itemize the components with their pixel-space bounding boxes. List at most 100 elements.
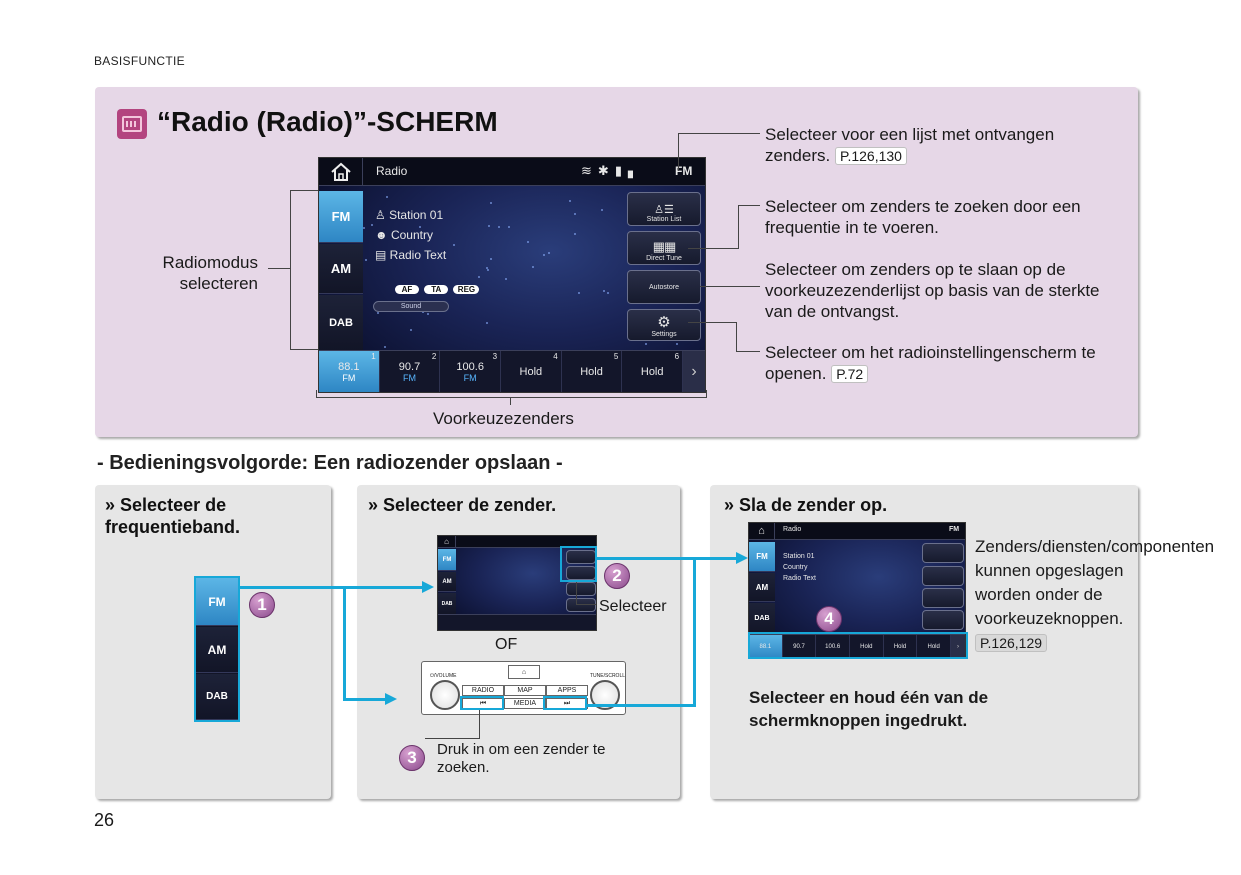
background-star <box>452 244 455 246</box>
step-3-bold-note: Selecteer en houd één van de schermknopp… <box>749 688 989 730</box>
background-star <box>574 232 577 235</box>
step-3-title: » Sla de zender op. <box>724 494 887 516</box>
band-button-fm[interactable]: FM <box>319 191 363 243</box>
page-ref-presets[interactable]: P.126,129 <box>975 634 1048 652</box>
background-star <box>568 200 571 203</box>
or-label: OF <box>495 636 518 653</box>
home-icon: ⌂ <box>438 536 456 547</box>
console-media-button[interactable]: MEDIA <box>504 698 546 709</box>
station-list-button[interactable]: ♙☰ Station List <box>627 192 701 226</box>
mini-app-label: Radio <box>783 526 802 533</box>
seek-forward-highlight <box>543 696 587 710</box>
s3-preset-bar: 88.1 90.7 100.6 Hold Hold Hold › <box>749 634 965 658</box>
s3-preset-2[interactable]: 90.7 <box>783 635 817 658</box>
band-button-dab[interactable]: DAB <box>319 295 363 351</box>
band-indicator: FM <box>675 164 693 178</box>
home-icon: ⌂ <box>521 668 527 676</box>
step-1-band-am[interactable]: AM <box>196 627 238 673</box>
battery-icon: ▮ <box>614 163 628 178</box>
background-star <box>607 292 610 295</box>
background-star <box>490 202 493 205</box>
callout-settings-text: Selecteer om het radioinstellingenscherm… <box>765 343 1096 383</box>
preset-next-button[interactable]: › <box>683 351 705 392</box>
autostore-button[interactable]: Autostore <box>627 270 701 304</box>
console-map-button[interactable]: MAP <box>504 685 546 696</box>
s3-station-list <box>922 543 964 563</box>
step-2-chevron: » <box>368 495 379 515</box>
background-star <box>577 291 580 294</box>
callout-presets: Voorkeuzezenders <box>433 409 574 428</box>
keypad-icon: ▦▦ <box>652 239 677 254</box>
sound-button[interactable]: Sound <box>373 301 449 312</box>
home-button[interactable] <box>319 158 363 185</box>
page-ref-station-list[interactable]: P.126,130 <box>834 147 907 165</box>
mini-band-dab: DAB <box>438 593 456 615</box>
select-label: Selecteer <box>599 598 667 615</box>
console-apps-button[interactable]: APPS <box>546 685 588 696</box>
screen-app-label: Radio <box>376 164 408 178</box>
settings-button[interactable]: ⚙ Settings <box>627 309 701 341</box>
step-3-side-note-text: Zenders/diensten/componenten kunnen opge… <box>975 537 1215 628</box>
console-radio-button[interactable]: RADIO <box>462 685 504 696</box>
pill-af[interactable]: AF <box>395 285 419 294</box>
s3-preset-6[interactable]: Hold <box>917 635 952 658</box>
band-button-am[interactable]: AM <box>319 244 363 294</box>
bluetooth-icon: ✱ <box>597 163 615 178</box>
background-star <box>574 213 577 216</box>
background-star <box>603 290 605 293</box>
page-ref-settings[interactable]: P.72 <box>831 365 869 383</box>
pill-reg[interactable]: REG <box>453 285 480 294</box>
callout-autostore: Selecteer om zenders op te slaan op de v… <box>765 260 1100 321</box>
volume-knob[interactable] <box>430 680 460 710</box>
step-badge-3: 3 <box>399 745 425 771</box>
pill-ta[interactable]: TA <box>424 285 449 294</box>
station-info: ♙ Station 01 ☻ Country ▤ Radio Text <box>375 205 446 265</box>
station-list-label: Station List <box>646 216 682 223</box>
s3-band-fm: FM <box>749 542 775 572</box>
step-badge-4: 4 <box>816 606 842 632</box>
step-badge-2: 2 <box>604 563 630 589</box>
settings-label: Settings <box>651 331 677 338</box>
chevron-right-icon: › <box>691 362 697 380</box>
background-star <box>497 225 500 228</box>
background-star <box>485 322 488 325</box>
background-star <box>675 343 678 346</box>
s3-preset-5[interactable]: Hold <box>884 635 918 658</box>
step-1-band-dab[interactable]: DAB <box>196 674 238 720</box>
s3-preset-3[interactable]: 100.6 <box>816 635 851 658</box>
background-star <box>377 311 380 314</box>
page-number: 26 <box>94 810 115 830</box>
procedure-heading: - Bedieningsvolgorde: Een radiozender op… <box>97 452 563 474</box>
background-star <box>601 209 604 212</box>
s3-direct-tune <box>922 566 964 586</box>
step-2-highlight <box>560 546 597 582</box>
background-star <box>362 227 365 230</box>
step-1-band-fm[interactable]: FM <box>196 578 238 626</box>
s3-preset-1[interactable]: 88.1 <box>749 635 783 658</box>
callout-station-list: Selecteer voor een lijst met ontvangen z… <box>765 124 1105 166</box>
station-name: Station 01 <box>389 208 444 222</box>
console-home-button[interactable]: ⌂ <box>508 665 540 679</box>
seek-back-highlight <box>460 696 504 710</box>
page-title: “Radio (Radio)”-SCHERM <box>157 106 498 137</box>
step-3-side-note: Zenders/diensten/componenten kunnen opge… <box>975 535 1214 655</box>
signal-icon: ▖ <box>627 163 644 178</box>
background-star <box>419 225 422 228</box>
s3-autostore <box>922 588 964 608</box>
s3-preset-4[interactable]: Hold <box>850 635 884 658</box>
callout-settings: Selecteer om het radioinstellingenscherm… <box>765 342 1110 384</box>
background-star <box>478 276 481 279</box>
home-icon <box>330 162 351 181</box>
background-star <box>485 267 488 270</box>
mini-band-am: AM <box>438 572 456 592</box>
autostore-label: Autostore <box>649 283 679 291</box>
background-star <box>370 223 373 226</box>
status-icons: ≋✱▮▖ <box>581 163 644 179</box>
